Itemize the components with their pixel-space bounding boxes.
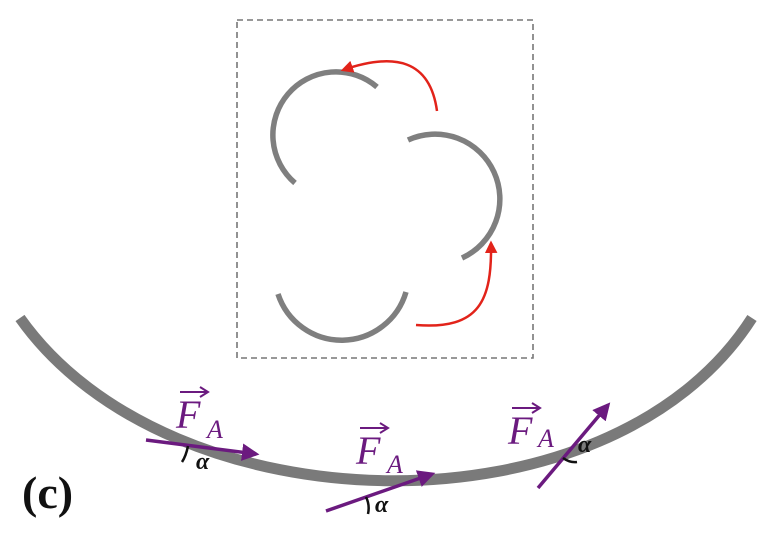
rotor-arc-3 [275,291,409,343]
angle-label-left: α [196,449,210,475]
angle-arc-right [562,456,578,464]
vector-bar-head-middle [379,422,390,434]
inset-border [236,19,534,359]
force-subscript-left: A [205,415,223,444]
vector-bar-head-left [199,386,210,398]
force-middle: α F A [325,422,436,518]
rotation-arrow-top [340,60,439,112]
rotor-arc-2 [406,131,503,261]
force-label-left: F A [175,386,223,444]
force-arrow-middle [325,470,436,513]
force-letter-left: F [175,392,201,437]
force-left: α F A [145,386,260,475]
force-arrow-right [536,402,611,490]
force-label-right: F A [507,402,554,453]
inset [236,19,534,359]
force-arrow-left [145,438,260,461]
force-label-middle: F A [355,422,403,479]
angle-arc-middle [364,496,370,515]
rotor-arc-1 [270,69,379,186]
angle-label-middle: α [375,492,389,518]
curved-track [15,314,757,487]
force-letter-right: F [507,408,533,453]
angle-arc-left [180,445,190,463]
vector-bar-head-right [531,402,542,414]
angle-label-right: α [578,432,592,458]
rotation-arrow-bottom [415,240,498,327]
force-subscript-middle: A [385,450,403,479]
panel-label: (c) [22,467,73,518]
force-right: α F A [507,402,611,490]
force-letter-middle: F [355,428,381,473]
force-subscript-right: A [536,424,554,453]
